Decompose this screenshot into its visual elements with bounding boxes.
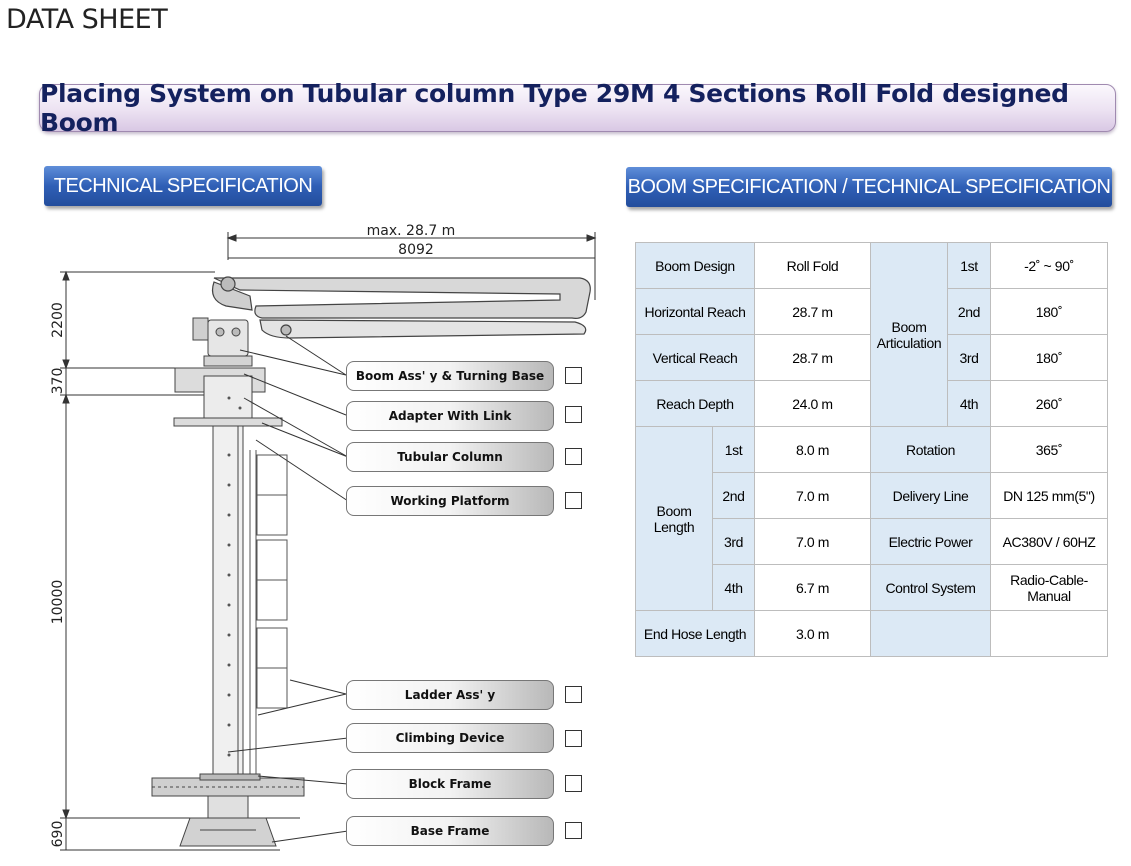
table-row: Boom Length 1st 8.0 m Rotation 365˚ [635, 426, 1108, 611]
control-system-label: Control System [870, 564, 991, 611]
vertical-reach-value: 28.7 m [754, 334, 871, 381]
delivery-line-label: Delivery Line [870, 472, 991, 519]
electric-power-value: AC380V / 60HZ [990, 518, 1108, 565]
articulation-value: 180˚ [990, 288, 1108, 335]
articulation-section: 4th [947, 380, 991, 427]
boom-length-section: 4th [712, 564, 755, 611]
component-ladder-assy: Ladder Ass' y [346, 680, 554, 710]
boom-articulation-label: Boom Articulation [870, 242, 948, 427]
boom-length-section: 2nd [712, 472, 755, 519]
electric-power-label: Electric Power [870, 518, 991, 565]
empty-cell [990, 610, 1108, 657]
horizontal-reach-value: 28.7 m [754, 288, 871, 335]
component-adapter-with-link: Adapter With Link [346, 401, 554, 431]
checkbox-ladder-assy[interactable] [565, 686, 582, 703]
placing-boom-drawing: max. 28.7 m 8092 2200 370 10000 690 [50, 223, 597, 851]
boom-specification-table: Boom Design Roll Fold Boom Articulation … [635, 242, 1108, 657]
height-dimension-690: 690 [50, 821, 66, 848]
component-climbing-device: Climbing Device [346, 723, 554, 753]
height-dimension-10000: 10000 [50, 580, 66, 625]
reach-depth-label: Reach Depth [635, 380, 755, 427]
component-boom-assy: Boom Ass' y & Turning Base [346, 361, 554, 391]
table-row: 4th 6.7 m Control System Radio-Cable-Man… [636, 564, 1108, 611]
checkbox-adapter-with-link[interactable] [565, 406, 582, 423]
control-system-value: Radio-Cable-Manual [990, 564, 1108, 611]
articulation-value: -2˚ ~ 90˚ [990, 242, 1108, 289]
boom-length-value: 7.0 m [754, 472, 871, 519]
checkbox-working-platform[interactable] [565, 492, 582, 509]
vertical-reach-label: Vertical Reach [635, 334, 755, 381]
width-dimension: 8092 [398, 242, 434, 258]
table-row: Boom Design Roll Fold Boom Articulation … [635, 242, 1108, 427]
table-row: 2nd 7.0 m Delivery Line DN 125 mm(5") [636, 472, 1108, 519]
boom-design-value: Roll Fold [754, 242, 871, 289]
delivery-line-value: DN 125 mm(5") [990, 472, 1108, 519]
component-base-frame: Base Frame [346, 816, 554, 846]
boom-design-label: Boom Design [635, 242, 755, 289]
checkbox-boom-assy[interactable] [565, 367, 582, 384]
table-row: Reach Depth 24.0 m 4th 260˚ [635, 380, 1108, 427]
articulation-section: 3rd [947, 334, 991, 381]
max-reach-dimension: max. 28.7 m [367, 223, 456, 239]
height-dimension-2200: 2200 [50, 302, 66, 338]
boom-specification-header: BOOM SPECIFICATION / TECHNICAL SPECIFICA… [626, 167, 1112, 207]
articulation-value: 260˚ [990, 380, 1108, 427]
boom-length-label: Boom Length [635, 426, 713, 611]
rotation-value: 365˚ [990, 426, 1108, 473]
empty-cell [870, 610, 991, 657]
checkbox-tubular-column[interactable] [565, 448, 582, 465]
component-working-platform: Working Platform [346, 486, 554, 516]
rotation-label: Rotation [870, 426, 991, 473]
component-tubular-column: Tubular Column [346, 442, 554, 472]
height-dimension-370: 370 [50, 368, 66, 395]
boom-length-section: 3rd [712, 518, 755, 565]
sheet-title: DATA SHEET [6, 4, 168, 35]
articulation-value: 180˚ [990, 334, 1108, 381]
end-hose-length-value: 3.0 m [754, 610, 871, 657]
reach-depth-value: 24.0 m [754, 380, 871, 427]
boom-length-section: 1st [712, 426, 755, 473]
component-block-frame: Block Frame [346, 769, 554, 799]
table-row: Horizontal Reach 28.7 m 2nd 180˚ [635, 288, 1108, 335]
checkbox-block-frame[interactable] [565, 775, 582, 792]
table-row: End Hose Length 3.0 m [635, 610, 1108, 657]
boom-length-value: 8.0 m [754, 426, 871, 473]
boom-length-value: 6.7 m [754, 564, 871, 611]
technical-specification-header: TECHNICAL SPECIFICATION [44, 166, 322, 206]
end-hose-length-label: End Hose Length [635, 610, 755, 657]
horizontal-reach-label: Horizontal Reach [635, 288, 755, 335]
checkbox-base-frame[interactable] [565, 822, 582, 839]
checkbox-climbing-device[interactable] [565, 730, 582, 747]
boom-length-value: 7.0 m [754, 518, 871, 565]
articulation-section: 1st [947, 242, 991, 289]
table-row: 3rd 7.0 m Electric Power AC380V / 60HZ [636, 518, 1108, 565]
articulation-section: 2nd [947, 288, 991, 335]
